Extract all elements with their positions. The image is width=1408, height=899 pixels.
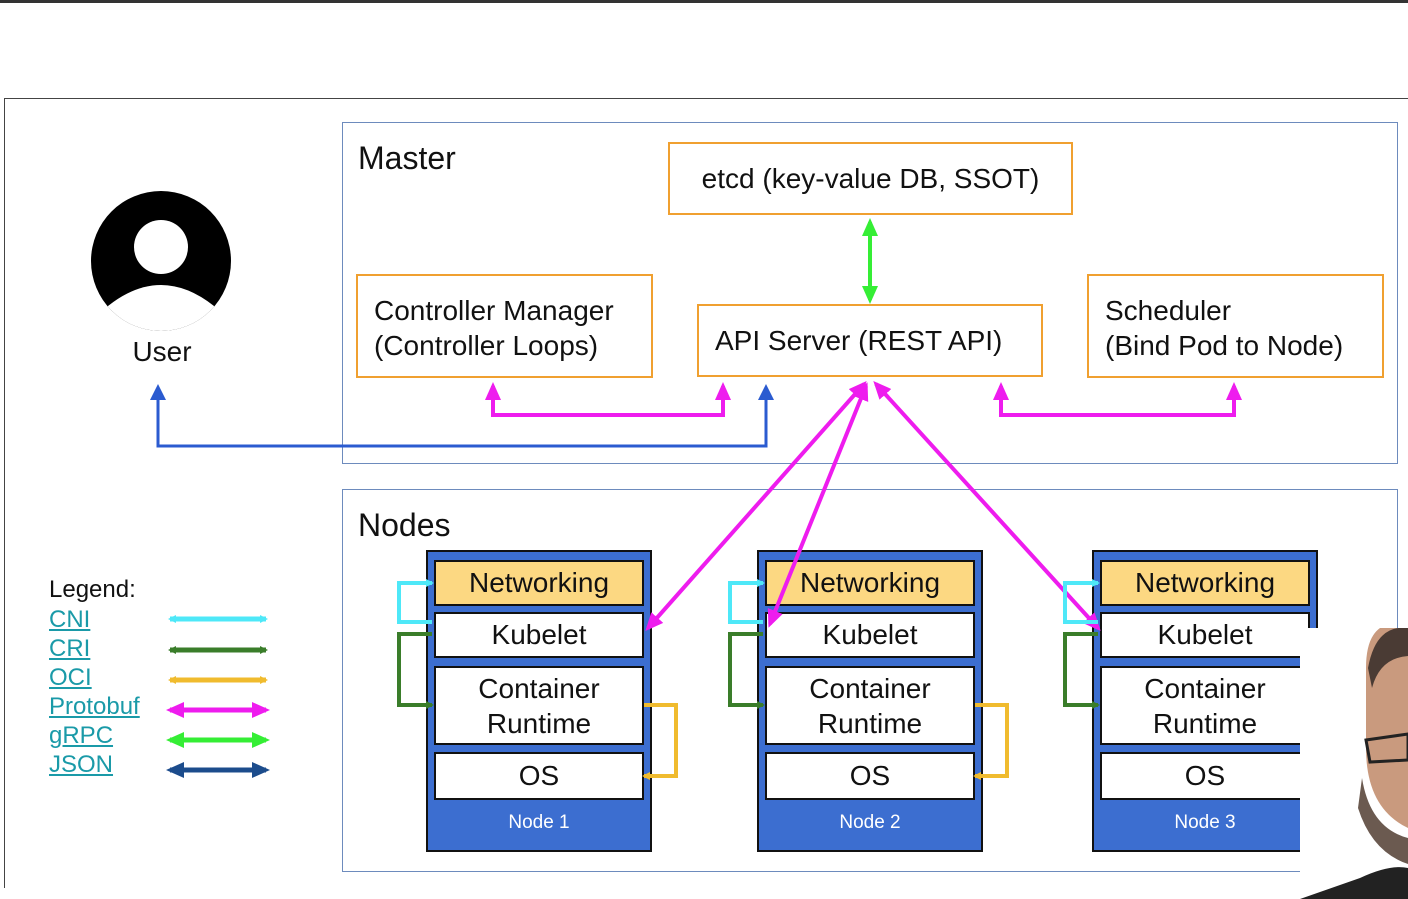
- container-runtime-line1: Container: [809, 673, 931, 704]
- node1-oci-arrow: [642, 703, 678, 780]
- container-runtime-line1: Container: [478, 673, 600, 704]
- legend-json-link[interactable]: JSON: [49, 751, 114, 778]
- node2-cni-arrow: [728, 579, 765, 624]
- etcd-box: etcd (key-value DB, SSOT): [668, 142, 1073, 215]
- master-panel: [342, 122, 1398, 464]
- slide-frame: [4, 98, 1408, 888]
- scheduler-box: Scheduler (Bind Pod to Node): [1087, 274, 1384, 378]
- kubelet-layer: Kubelet: [434, 612, 644, 658]
- api-server-box: API Server (REST API): [697, 304, 1043, 377]
- presenter-webcam: [1300, 628, 1408, 899]
- master-title: Master: [358, 140, 456, 176]
- os-layer: OS: [434, 752, 644, 800]
- scheduler-sublabel: (Bind Pod to Node): [1105, 330, 1344, 361]
- node3-cni-arrow: [1063, 579, 1100, 624]
- user-label: User: [132, 336, 192, 367]
- legend-title: Legend:: [49, 576, 136, 603]
- scheduler-api-arrow: [993, 382, 1242, 417]
- container-runtime-layer: Container Runtime: [765, 666, 975, 745]
- container-runtime-line2: Runtime: [1152, 708, 1258, 739]
- node-1: Networking Kubelet Container Runtime OS …: [426, 550, 652, 852]
- controller-manager-sublabel: (Controller Loops): [374, 330, 599, 361]
- networking-layer: Networking: [1100, 560, 1310, 606]
- legend-protobuf-link[interactable]: Protobuf: [49, 693, 140, 720]
- controller-manager-label: Controller Manager: [374, 295, 614, 326]
- node-label: Node 3: [1174, 812, 1236, 833]
- window-top-border: [0, 0, 1408, 3]
- node-label: Node 1: [508, 812, 570, 833]
- api-server-label: API Server (REST API): [715, 325, 1003, 356]
- networking-layer: Networking: [434, 560, 644, 606]
- controller-manager-box: Controller Manager (Controller Loops): [356, 274, 653, 378]
- node1-cri-arrow: [397, 632, 434, 709]
- controller-api-arrow: [485, 382, 731, 417]
- node3-cri-arrow: [1063, 632, 1100, 709]
- container-runtime-layer: Container Runtime: [434, 666, 644, 745]
- node-3: Networking Kubelet Container Runtime OS …: [1092, 550, 1318, 852]
- node2-oci-arrow: [973, 703, 1009, 780]
- os-layer: OS: [765, 752, 975, 800]
- os-layer: OS: [1100, 752, 1310, 800]
- scheduler-label: Scheduler: [1105, 295, 1232, 326]
- api-kubelet3-arrow: [873, 381, 1101, 631]
- node1-cni-arrow: [397, 579, 434, 624]
- api-kubelet2-arrow: [767, 382, 869, 628]
- user-avatar-icon: [91, 191, 231, 331]
- legend-cni-link[interactable]: CNI: [49, 606, 91, 633]
- nodes-title: Nodes: [358, 507, 451, 543]
- etcd-label: etcd (key-value DB, SSOT): [701, 163, 1040, 194]
- legend-cri-link[interactable]: CRI: [49, 635, 91, 662]
- api-kubelet1-arrow: [645, 381, 867, 631]
- container-runtime-line1: Container: [1144, 673, 1266, 704]
- node2-cri-arrow: [728, 632, 765, 709]
- container-runtime-line2: Runtime: [486, 708, 592, 739]
- node-label: Node 2: [839, 812, 901, 833]
- container-runtime-line2: Runtime: [817, 708, 923, 739]
- container-runtime-layer: Container Runtime: [1100, 666, 1310, 745]
- kubelet-layer: Kubelet: [1100, 612, 1310, 658]
- legend-oci-link[interactable]: OCI: [49, 664, 92, 691]
- legend-grpc-link[interactable]: gRPC: [49, 722, 114, 749]
